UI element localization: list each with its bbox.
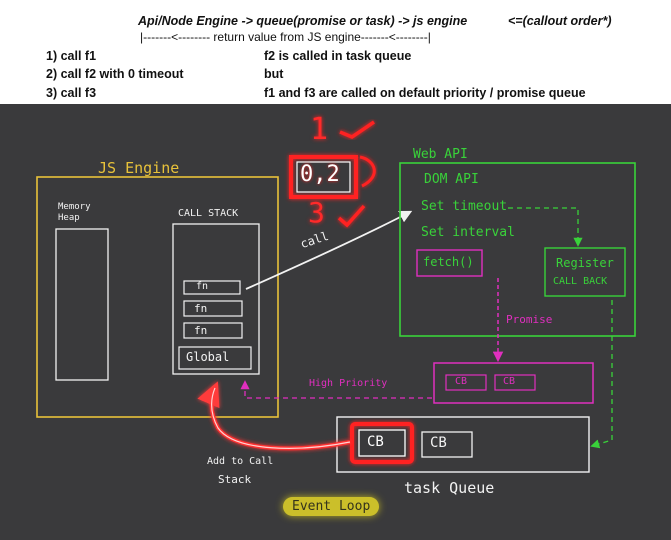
frame-fn-3: fn: [194, 324, 208, 337]
call-arrow: [245, 210, 413, 290]
task-cb-1: [358, 429, 406, 457]
order-mark-1: 1: [310, 112, 329, 147]
step-1: 1) call f1: [46, 49, 97, 63]
notes-panel: Api/Node Engine -> queue(promise or task…: [0, 0, 671, 104]
js-engine-box: [36, 176, 279, 418]
task-cb-highlight: [350, 422, 414, 464]
call-stack-label: CALL STACK: [178, 208, 239, 219]
call-stack-box: [172, 223, 260, 375]
stack-frame-2: [183, 300, 243, 317]
promise-cb-1: [445, 374, 487, 391]
high-priority-label: High Priority: [309, 378, 388, 389]
task-queue-label: task Queue: [404, 479, 495, 497]
flow-title: Api/Node Engine -> queue(promise or task…: [138, 14, 468, 28]
promise-cb-2: [494, 374, 536, 391]
promise-cb-2-label: CB: [503, 376, 516, 387]
global-frame: [178, 346, 252, 370]
callback-label: CALL BACK: [553, 276, 608, 287]
frame-fn-2: fn: [194, 302, 208, 315]
callout-order-note: <=(callout order*): [508, 14, 612, 28]
remark-1: f2 is called in task queue: [264, 49, 412, 63]
register-callback-box: [544, 247, 626, 297]
stack-frame-1: [183, 280, 241, 295]
web-api-box: [399, 162, 636, 337]
frame-fn-1: fn: [196, 281, 209, 292]
check-mark-3: [337, 204, 366, 228]
step-2: 2) call f2 with 0 timeout: [46, 67, 184, 81]
js-engine-label: JS Engine: [98, 159, 180, 177]
global-label: Global: [186, 350, 230, 364]
order-mark-0-2: 0,2: [300, 162, 340, 187]
task-cb-1-label: CB: [367, 434, 384, 450]
promise-queue-box: [433, 362, 594, 404]
order-mark-3: 3: [308, 196, 325, 229]
remark-2: but: [264, 67, 284, 81]
task-cb-2: [421, 431, 473, 458]
web-api-label: Web API: [413, 147, 468, 162]
set-timeout-label: Set timeout: [421, 199, 508, 214]
stack-label: Stack: [218, 473, 252, 486]
task-cb-2-label: CB: [430, 435, 447, 451]
stack-frame-3: [183, 322, 243, 339]
step-3: 3) call f3: [46, 86, 97, 100]
order-0-2-box-inner: [296, 161, 351, 193]
fetch-label: fetch(): [423, 255, 474, 269]
fetch-box: [416, 249, 483, 277]
return-value-line: |-------<-------- return value from JS e…: [140, 30, 431, 44]
memory-heap-box: [55, 228, 109, 381]
set-interval-label: Set interval: [421, 225, 515, 240]
remark-3: f1 and f3 are called on default priority…: [264, 86, 586, 100]
promise-cb-1-label: CB: [455, 376, 468, 387]
order-0-2-box-outer: [289, 155, 358, 199]
register-label: Register: [556, 256, 614, 270]
event-loop-label: Event Loop: [283, 497, 380, 516]
promise-label: Promise: [506, 313, 553, 326]
register-taskqueue-arrow: [590, 300, 613, 449]
check-mark-1: [339, 120, 375, 139]
add-to-stack-label: Add to Call: [207, 456, 274, 467]
dom-api-label: DOM API: [424, 172, 479, 187]
timeout-register-arrow: [508, 207, 583, 247]
